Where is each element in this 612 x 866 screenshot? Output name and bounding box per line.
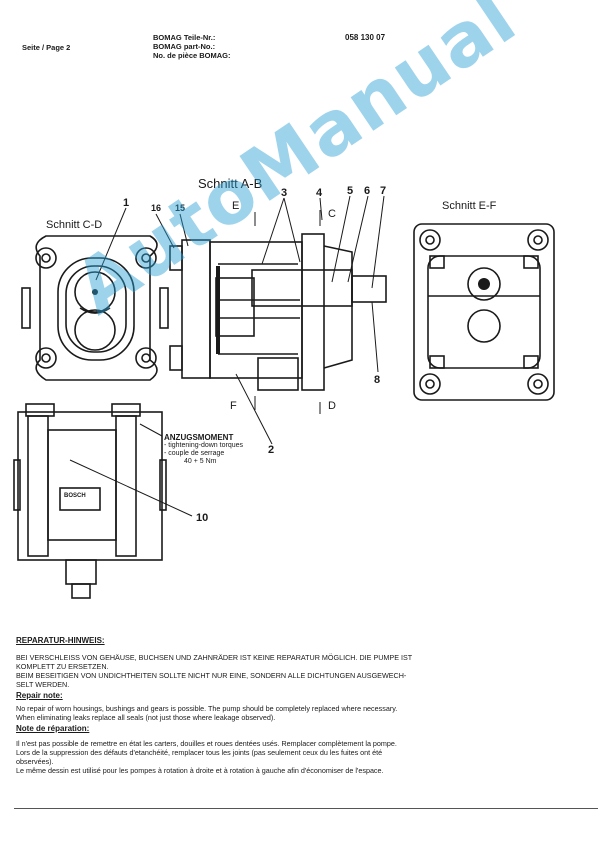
callout-4: 4 — [316, 187, 323, 199]
note-en-line-1: No repair of worn housings, bushings and… — [16, 704, 398, 713]
section-ef-label: Schnitt E-F — [442, 200, 497, 212]
torque-callout: ANZUGSMOMENT - tightening-down torques -… — [164, 434, 243, 466]
brand-plate: BOSCH — [64, 493, 86, 499]
section-cd-view — [21, 235, 169, 381]
page-label: Seite / Page 2 — [22, 43, 71, 52]
note-de-line-3: BEIM BESEITIGEN VON UNDICHTHEITEN SOLLTE… — [16, 671, 407, 680]
section-ab-view — [169, 233, 387, 391]
note-en-line-2: When eliminating leaks replace all seals… — [16, 713, 276, 722]
callout-15: 15 — [175, 203, 186, 213]
callout-16: 16 — [151, 203, 162, 213]
note-de-line-1: BEI VERSCHLEISS VON GEHÄUSE, BUCHSEN UND… — [16, 653, 413, 662]
cut-letter-e: E — [232, 200, 240, 212]
part-label-en: BOMAG part-No.: — [153, 42, 216, 51]
cut-letter-f: F — [230, 400, 237, 412]
part-number: 058 130 07 — [345, 33, 386, 42]
note-de-line-2: KOMPLETT ZU ERSETZEN. — [16, 662, 109, 671]
torque-title: ANZUGSMOMENT — [164, 433, 234, 442]
cut-letter-c: C — [328, 208, 336, 220]
repair-notes: REPARATUR-HINWEIS: BEI VERSCHLEISS VON G… — [16, 636, 596, 775]
part-label-de: BOMAG Teile-Nr.: — [153, 33, 216, 42]
pump-technical-drawing — [13, 195, 555, 599]
callout-8: 8 — [374, 374, 381, 386]
note-fr-line-3: observées). — [16, 757, 54, 766]
callout-5: 5 — [347, 185, 354, 197]
note-heading-de: REPARATUR-HINWEIS: — [16, 636, 105, 645]
callout-2: 2 — [268, 444, 275, 456]
callout-1: 1 — [123, 197, 130, 209]
note-fr-line-1: Il n'est pas possible de remettre en éta… — [16, 739, 397, 748]
callout-6: 6 — [364, 185, 371, 197]
section-ab-label: Schnitt A-B — [198, 176, 263, 191]
footer-rule — [14, 808, 598, 809]
note-heading-fr: Note de réparation: — [16, 724, 90, 733]
torque-line-en: - tightening-down torques — [164, 442, 243, 449]
note-heading-en: Repair note: — [16, 691, 63, 700]
part-label-fr: No. de pièce BOMAG: — [153, 51, 231, 60]
note-fr-line-4: Le même dessin est utilisé pour les pomp… — [16, 766, 384, 775]
torque-value: 40 + 5 Nm — [184, 458, 217, 465]
note-fr-line-2: Lors de la suppression des défauts d'eta… — [16, 748, 383, 757]
section-cd-label: Schnitt C-D — [46, 219, 103, 231]
torque-line-fr: - couple de serrage — [164, 450, 225, 457]
callout-7: 7 — [380, 185, 387, 197]
callout-3: 3 — [281, 187, 288, 199]
cut-letter-d: D — [328, 400, 336, 412]
part-number-labels: BOMAG Teile-Nr.: BOMAG part-No.: No. de … — [153, 33, 231, 60]
callout-10: 10 — [196, 512, 209, 524]
side-view — [13, 403, 167, 599]
note-de-line-4: SELT WERDEN. — [16, 680, 70, 689]
section-ef-view — [413, 223, 555, 401]
